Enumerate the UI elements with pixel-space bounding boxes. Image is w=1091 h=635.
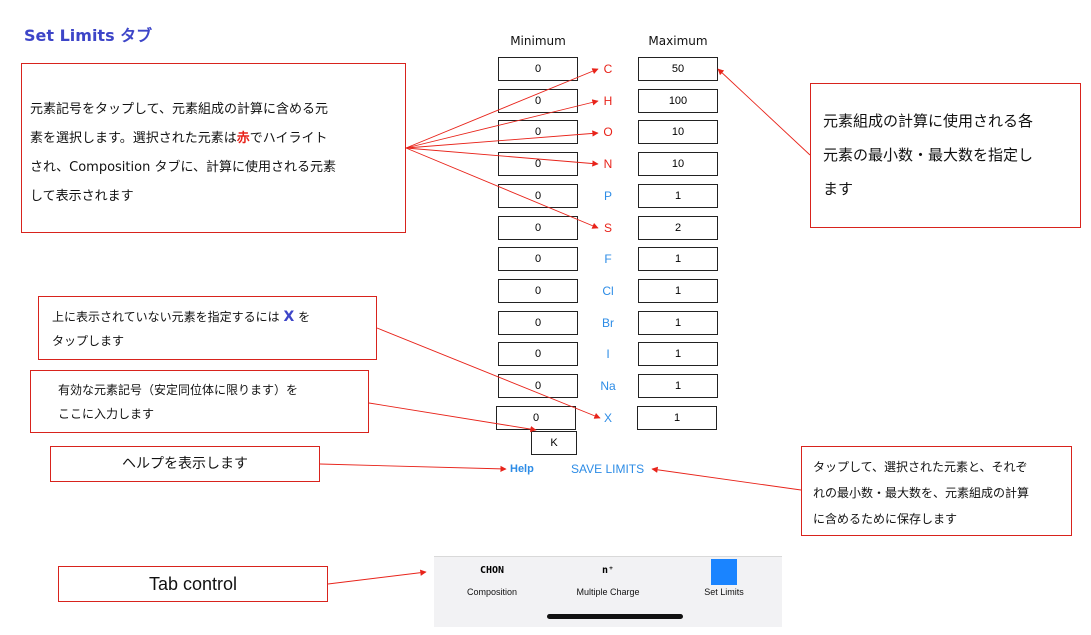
annotation-help: ヘルプを表示します xyxy=(50,446,320,482)
minimum-input[interactable]: 0 xyxy=(498,279,578,303)
arrow-line xyxy=(405,68,599,149)
minimum-input[interactable]: 0 xyxy=(498,374,578,398)
minimum-header: Minimum xyxy=(510,34,566,48)
annotation-text: ヘルプを表示します xyxy=(122,456,248,472)
annotation-text: して表示されます xyxy=(30,189,134,204)
annotation-text: 元素組成の計算に使用される各 xyxy=(823,112,1034,130)
charge-icon: n⁺ xyxy=(601,565,615,576)
chon-icon: CHON xyxy=(479,565,505,576)
tab-multiple-charge[interactable]: n⁺ Multiple Charge xyxy=(550,557,666,617)
arrow-line xyxy=(651,466,802,491)
element-symbol-br[interactable]: Br xyxy=(602,316,614,330)
annotation-text: 元素の最小数・最大数を指定し xyxy=(823,146,1034,164)
tab-composition[interactable]: CHON Composition xyxy=(434,557,550,617)
minimum-input[interactable]: 0 xyxy=(498,184,578,208)
element-symbol-cl[interactable]: Cl xyxy=(602,284,614,298)
annotation-text: 素を選択します。選択された元素は xyxy=(30,131,237,146)
arrow-line xyxy=(405,147,599,229)
annotation-valid-symbol: 有効な元素記号（安定同位体に限ります）を ここに入力します xyxy=(30,370,369,433)
maximum-input[interactable]: 100 xyxy=(638,89,718,113)
annotation-text: に含めるために保存します xyxy=(813,512,958,526)
arrow-line xyxy=(405,147,599,167)
help-button[interactable]: Help xyxy=(510,463,534,475)
element-symbol-na[interactable]: Na xyxy=(600,379,616,393)
element-symbol-n[interactable]: N xyxy=(603,157,613,171)
minimum-input[interactable]: 0 xyxy=(498,247,578,271)
arrow-line xyxy=(376,327,601,419)
minimum-input[interactable]: 0 xyxy=(498,216,578,240)
tab-set-limits[interactable]: Set Limits xyxy=(666,557,782,617)
annotation-text: 有効な元素記号（安定同位体に限ります）を xyxy=(58,383,299,397)
annotation-text: ます xyxy=(823,180,854,198)
maximum-input[interactable]: 1 xyxy=(638,342,718,366)
maximum-input[interactable]: 1 xyxy=(638,374,718,398)
minimum-input[interactable]: 0 xyxy=(498,57,578,81)
arrow-line xyxy=(405,130,599,149)
element-symbol-p[interactable]: P xyxy=(603,189,612,203)
tab-label: Composition xyxy=(466,587,518,597)
element-symbol-f[interactable]: F xyxy=(604,252,612,266)
minimum-input[interactable]: 0 xyxy=(498,342,578,366)
arrow-line xyxy=(327,569,427,585)
annotation-text: 上に表示されていない元素を指定するには X を xyxy=(52,305,376,329)
x-symbol-text: X xyxy=(283,309,295,325)
page-title: Set Limits タブ xyxy=(24,26,153,45)
annotation-text: ここに入力します xyxy=(58,407,155,421)
arrow-line xyxy=(405,99,599,149)
maximum-input[interactable]: 1 xyxy=(638,311,718,335)
annotation-text: 上に表示されていない元素を指定するには xyxy=(52,310,284,324)
maximum-header: Maximum xyxy=(648,34,708,48)
maximum-input[interactable]: 1 xyxy=(638,247,718,271)
arrow-line xyxy=(717,68,811,156)
save-limits-button[interactable]: SAVE LIMITS xyxy=(571,462,645,476)
annotation-tab-control: Tab control xyxy=(58,566,328,602)
highlight-red-text: 赤 xyxy=(236,131,250,146)
annotation-text: 元素記号をタップして、元素組成の計算に含める元 xyxy=(30,102,328,117)
minimum-input[interactable]: 0 xyxy=(498,152,578,176)
element-symbol-x[interactable]: X xyxy=(603,411,612,425)
x-symbol-input[interactable]: K xyxy=(531,431,577,455)
minimum-input[interactable]: 0 xyxy=(498,120,578,144)
maximum-input[interactable]: 1 xyxy=(637,406,717,430)
annotation-text: タップします xyxy=(52,334,125,348)
annotation-text: Tab control xyxy=(148,574,238,594)
annotation-text: され、Composition タブに、計算に使用される元素 xyxy=(30,160,337,175)
tab-label: Multiple Charge xyxy=(576,587,640,597)
element-symbol-c[interactable]: C xyxy=(603,62,613,76)
maximum-input[interactable]: 2 xyxy=(638,216,718,240)
annotation-x-element: 上に表示されていない元素を指定するには X を タップします xyxy=(38,296,377,360)
tab-label: Set Limits xyxy=(704,587,744,597)
annotation-min-max: 元素組成の計算に使用される各 元素の最小数・最大数を指定し ます xyxy=(810,83,1081,228)
element-symbol-s[interactable]: S xyxy=(603,221,612,235)
annotation-select-elements: 元素記号をタップして、元素組成の計算に含める元 素を選択します。選択された元素は… xyxy=(21,63,406,233)
maximum-input[interactable]: 10 xyxy=(638,152,718,176)
annotation-text: を xyxy=(294,310,311,324)
arrow-line xyxy=(368,402,537,433)
set-limits-icon xyxy=(711,559,737,585)
element-symbol-i[interactable]: I xyxy=(606,347,610,361)
annotation-save: タップして、選択された元素と、それぞ れの最小数・最大数を、元素組成の計算 に含… xyxy=(801,446,1072,536)
maximum-input[interactable]: 1 xyxy=(638,184,718,208)
minimum-input[interactable]: 0 xyxy=(498,311,578,335)
element-symbol-o[interactable]: O xyxy=(603,125,613,139)
annotation-text: でハイライト xyxy=(249,131,328,146)
annotation-text: 素を選択します。選択された元素は赤でハイライト xyxy=(30,124,405,153)
annotation-text: タップして、選択された元素と、それぞ xyxy=(813,460,1028,474)
maximum-input[interactable]: 10 xyxy=(638,120,718,144)
maximum-input[interactable]: 50 xyxy=(638,57,718,81)
maximum-input[interactable]: 1 xyxy=(638,279,718,303)
annotation-text: れの最小数・最大数を、元素組成の計算 xyxy=(813,486,1030,500)
home-indicator xyxy=(547,614,683,619)
element-symbol-h[interactable]: H xyxy=(603,94,613,108)
arrow-line xyxy=(319,463,507,472)
